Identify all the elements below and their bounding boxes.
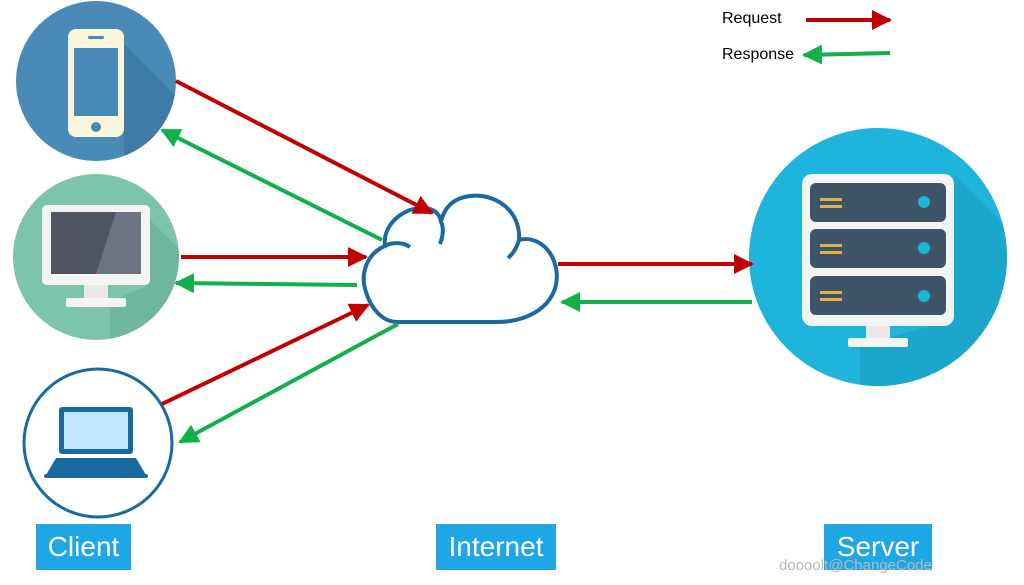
phone-icon — [68, 29, 124, 137]
response-arrow-laptop — [178, 322, 399, 444]
request-arrow-laptop — [161, 303, 370, 406]
legend-request-label: Request — [722, 10, 782, 27]
internet-label: Internet — [436, 524, 556, 570]
phone-client — [16, 1, 176, 161]
monitor-client — [13, 174, 179, 340]
legend-response-arrow — [802, 44, 891, 65]
response-arrow-phone — [160, 128, 383, 242]
server-label: Server — [824, 524, 932, 570]
server-icon — [802, 174, 954, 347]
watermark: doooolt@ChangeCode — [779, 557, 932, 574]
cloud-icon — [361, 193, 559, 324]
laptop-client — [22, 367, 174, 519]
client-label: Client — [36, 524, 131, 570]
monitor-icon — [42, 205, 150, 307]
response-arrow-monitor — [174, 273, 358, 294]
laptop-icon — [44, 407, 148, 478]
request-arrow-phone — [175, 79, 434, 215]
legend-response-label: Response — [722, 46, 795, 63]
server — [749, 128, 1007, 386]
